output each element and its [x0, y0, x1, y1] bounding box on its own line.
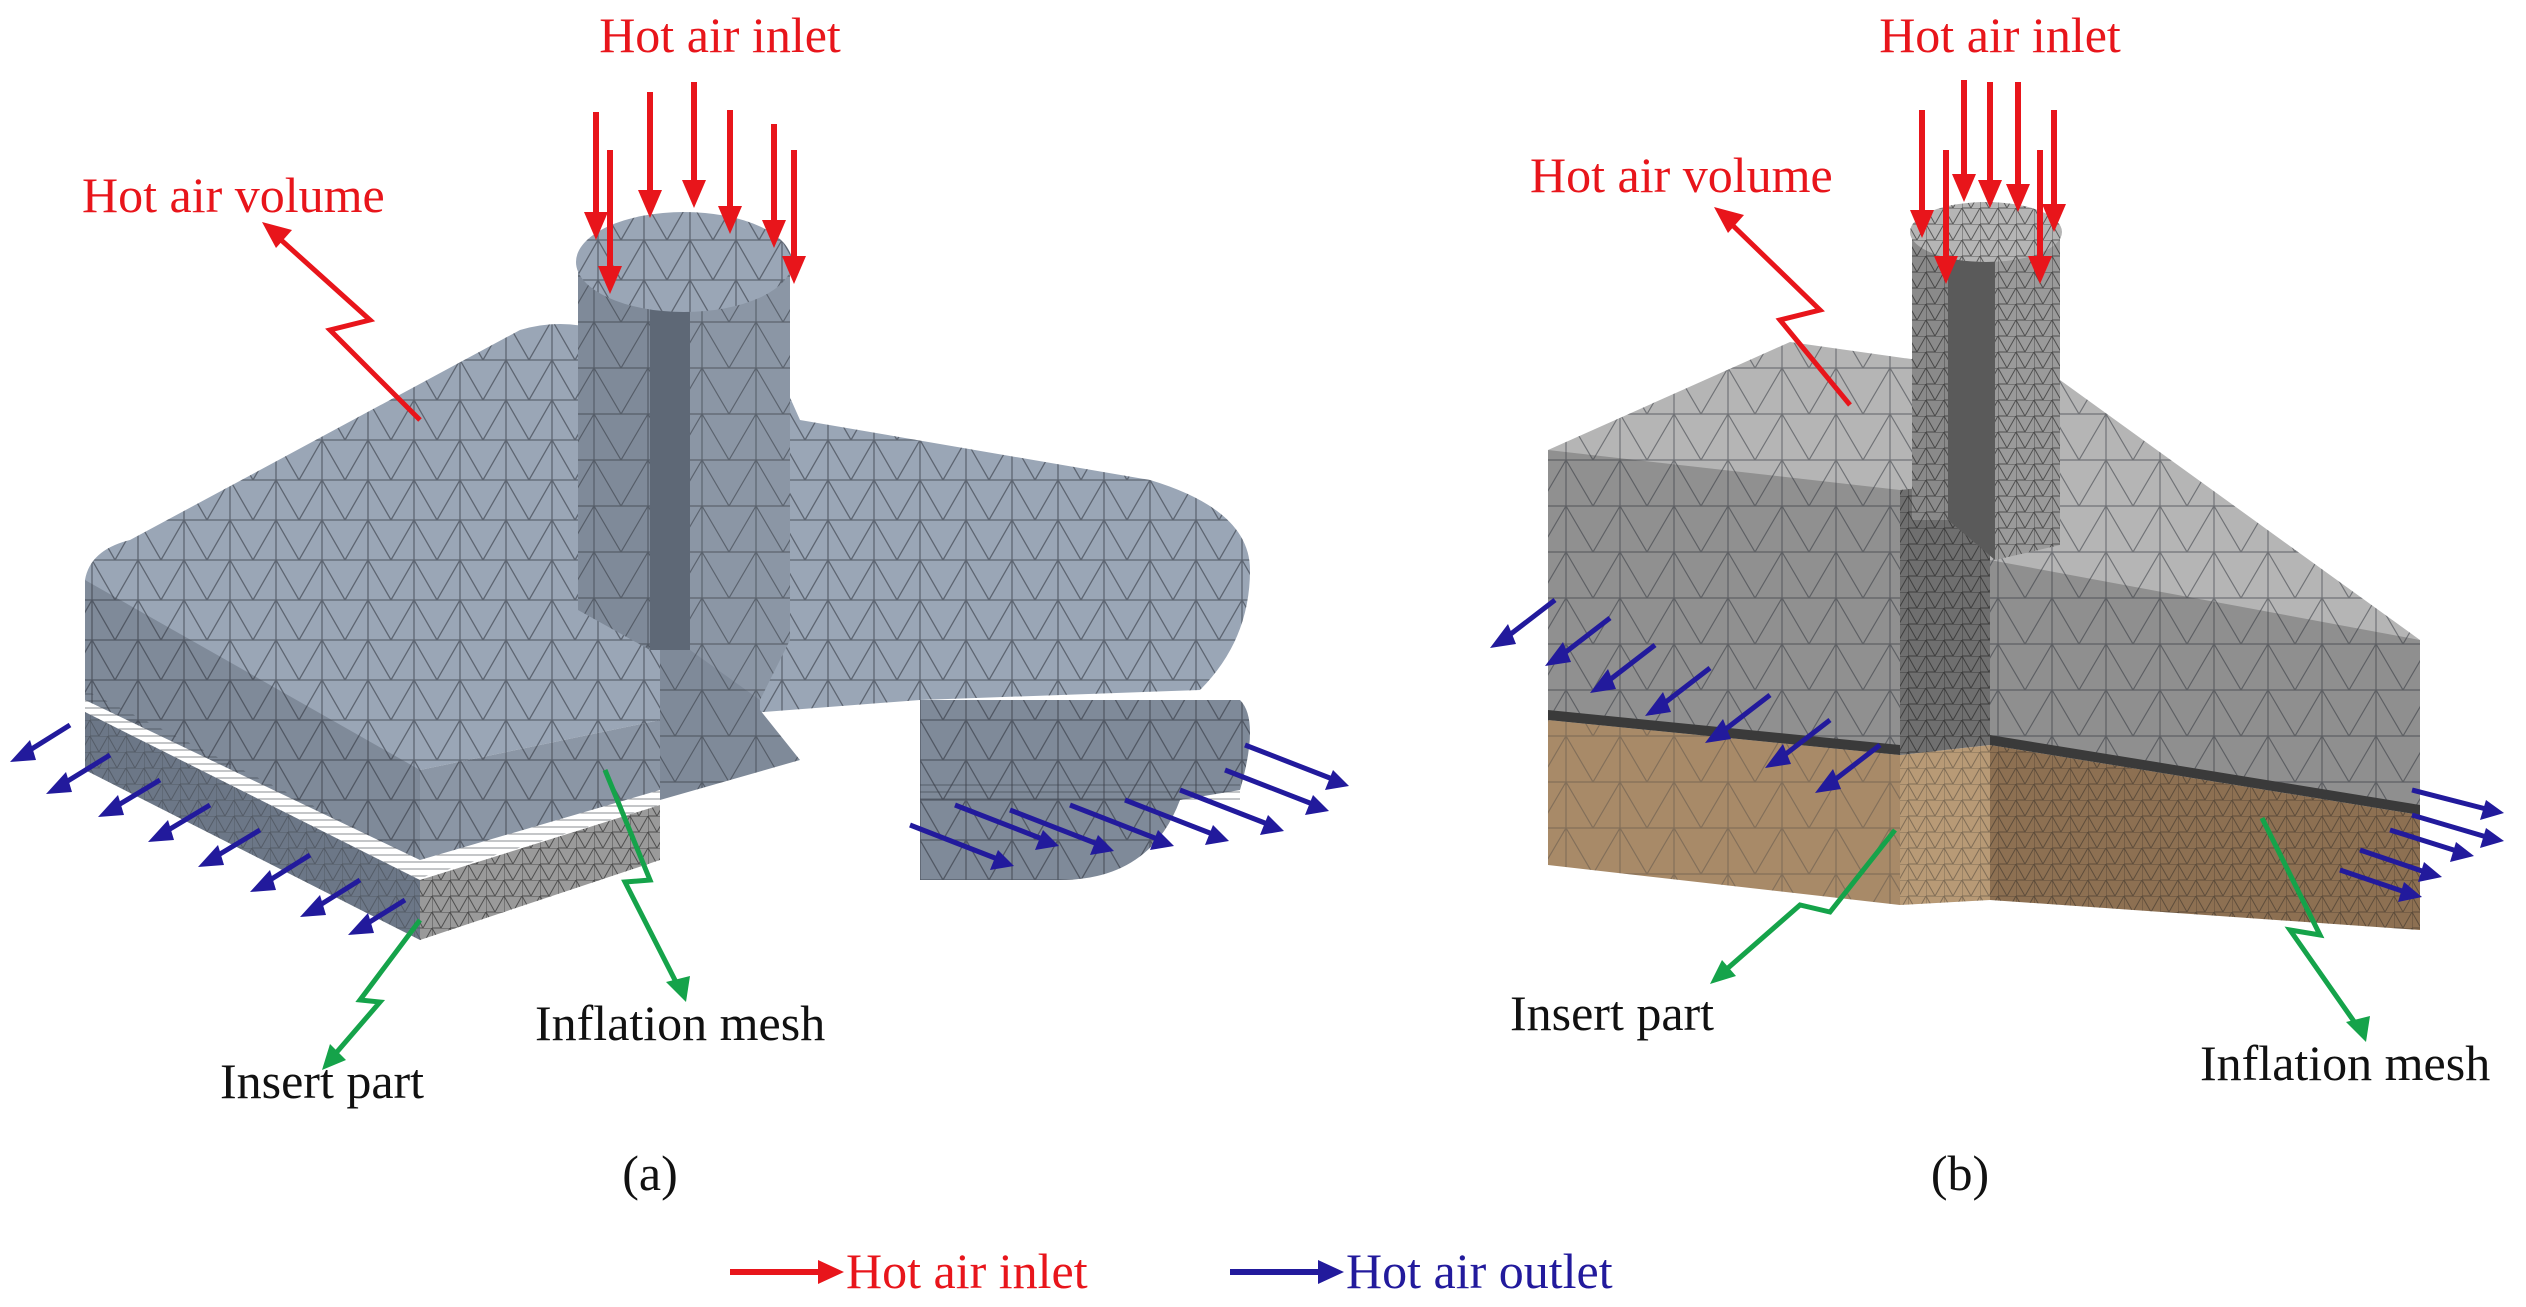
panel-b-inlet-label: Hot air inlet	[1879, 7, 2121, 63]
panel-b-inflation-pointer	[2259, 816, 2370, 1042]
panel-a-inflation-left	[85, 690, 420, 880]
panel-b-insert-pointer	[1710, 828, 1897, 984]
panel-a-volume-pointer	[262, 222, 422, 422]
panel-b-pipe-slot	[1948, 250, 1995, 560]
panel-a-inlet-arrows	[584, 82, 806, 294]
legend-outlet-arrow	[1230, 1260, 1344, 1284]
panel-b-model	[1548, 202, 2420, 930]
panel-b-volume-label: Hot air volume	[1530, 147, 1833, 203]
panel-b-outlet-arrows-left	[1490, 598, 1882, 793]
panel-a-insert-pointer	[322, 918, 422, 1070]
panel-a-model	[85, 212, 1250, 940]
panel-b-inflation-label: Inflation mesh	[2200, 1035, 2490, 1091]
panel-b-insert-label: Insert part	[1510, 985, 1714, 1041]
panel-a-outlet-arrows-left	[10, 722, 407, 935]
legend-inlet-arrow	[730, 1260, 844, 1284]
legend-outlet-label: Hot air outlet	[1346, 1243, 1613, 1299]
panel-a-caption: (a)	[622, 1145, 678, 1201]
panel-a-pipe-slot	[650, 275, 690, 650]
panel-a-inflation-label: Inflation mesh	[535, 995, 825, 1051]
panel-b-outlet-arrows-right	[2339, 787, 2504, 902]
panel-b-caption: (b)	[1931, 1145, 1989, 1201]
panel-a-outlet-arrows-right	[909, 742, 1349, 870]
panel-a-inflation-right	[920, 780, 1240, 800]
panel-a-volume-label: Hot air volume	[82, 167, 385, 223]
legend: Hot air inlet Hot air outlet	[730, 1243, 1613, 1299]
panel-b-inlet-arrows	[1910, 80, 2066, 284]
panel-b-volume-pointer	[1714, 207, 1852, 407]
legend-inlet-label: Hot air inlet	[846, 1243, 1088, 1299]
panel-a-inflation-pointer	[602, 769, 690, 1002]
panel-a-insert-label: Insert part	[220, 1053, 424, 1109]
panel-a-inlet-label: Hot air inlet	[599, 7, 841, 63]
